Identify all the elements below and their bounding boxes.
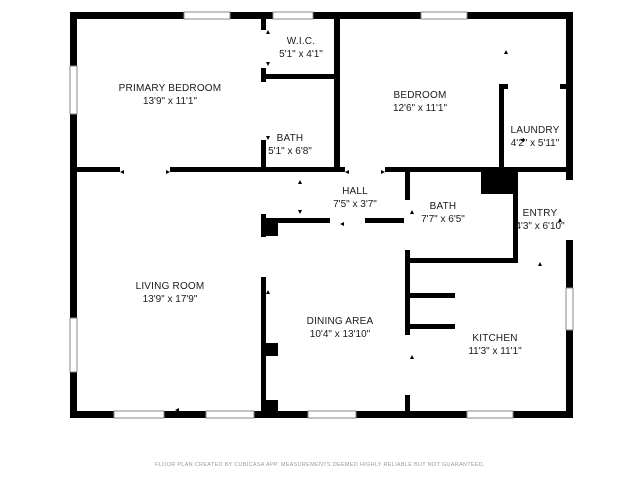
tick-10 — [298, 210, 302, 214]
wall-bath-bedroom — [334, 12, 340, 172]
wall-stub-3 — [266, 400, 278, 413]
tick-5 — [266, 136, 270, 140]
tick-1 — [120, 170, 124, 174]
tick-12 — [410, 210, 414, 214]
label-bath-hall-name: BATH — [430, 201, 457, 212]
wall-top — [70, 12, 573, 19]
tick-8 — [504, 50, 508, 54]
wall-bath-entry — [513, 172, 518, 263]
door-laundry — [508, 83, 560, 90]
tick-9 — [298, 180, 302, 184]
door-ticks — [120, 30, 562, 412]
wall-wic-bath — [261, 74, 339, 79]
windows — [69, 11, 574, 419]
wall-mid-horizontal — [70, 167, 573, 172]
label-laundry-name: LAUNDRY — [510, 125, 559, 136]
tick-13 — [538, 262, 542, 266]
exterior-walls — [70, 12, 573, 418]
door-bedroom-closet — [498, 20, 505, 80]
window-living-bottom — [113, 410, 165, 419]
label-kitchen-dims: 11'3" x 11'1" — [468, 346, 522, 357]
tick-16 — [175, 408, 179, 412]
label-living-room-dims: 13'9" x 17'9" — [143, 294, 198, 305]
label-living-room-name: LIVING ROOM — [136, 281, 205, 292]
door-wic — [260, 30, 267, 68]
door-entry-kitchen — [518, 262, 566, 269]
label-bath-primary-dims: 5'1" x 6'8" — [268, 146, 312, 157]
label-primary-bedroom-dims: 13'9" x 11'1" — [143, 96, 198, 107]
label-wic-name: W.I.C. — [287, 36, 315, 47]
label-dining-area-name: DINING AREA — [307, 316, 374, 327]
tick-7 — [381, 170, 385, 174]
tick-4 — [266, 62, 270, 66]
water-heater-block — [481, 172, 518, 194]
door-bedroom — [345, 166, 385, 173]
window-bedroom-top — [420, 11, 468, 20]
label-bedroom-name: BEDROOM — [393, 90, 446, 101]
window-primary-top — [183, 11, 231, 20]
door-entry — [560, 180, 574, 240]
window-kitchen-right — [565, 287, 574, 331]
label-wic-dims: 5'1" x 4'1" — [279, 49, 323, 60]
door-primary-bedroom — [120, 166, 170, 173]
label-dining-area-dims: 10'4" x 13'10" — [310, 329, 371, 340]
wall-bath-bottom — [405, 258, 517, 263]
window-living-left — [69, 317, 78, 373]
wall-living-dining — [261, 277, 266, 418]
label-entry-dims: 4'3" x 6'10" — [515, 221, 565, 232]
cabinet-shelf-2 — [405, 324, 455, 329]
footer-disclaimer: FLOOR PLAN CREATED BY CUBICASA APP. MEAS… — [155, 462, 485, 468]
label-primary-bedroom-name: PRIMARY BEDROOM — [119, 83, 222, 94]
window-kitchen-bottom — [466, 410, 514, 419]
tick-2 — [166, 170, 170, 174]
wall-stub-2 — [266, 343, 278, 356]
label-laundry-dims: 4'2" x 5'11" — [511, 138, 560, 149]
wall-left — [70, 12, 77, 418]
tick-6 — [345, 170, 349, 174]
room-labels: PRIMARY BEDROOM 13'9" x 11'1" W.I.C. 5'1… — [119, 36, 565, 357]
tick-11 — [340, 222, 344, 226]
label-hall-name: HALL — [342, 186, 368, 197]
tick-15 — [266, 290, 270, 294]
window-dining-bottom — [307, 410, 357, 419]
door-hall-living — [260, 172, 267, 214]
door-hall-bath — [404, 200, 411, 250]
door-hall-dining — [330, 217, 365, 224]
door-dining-kitchen — [404, 335, 411, 395]
label-bath-primary-name: BATH — [277, 133, 304, 144]
tick-3 — [266, 30, 270, 34]
tick-18 — [520, 138, 524, 142]
interior-walls — [70, 12, 573, 418]
label-bedroom-dims: 12'6" x 11'1" — [393, 103, 448, 114]
door-primary-bath — [260, 82, 267, 140]
door-openings — [120, 20, 574, 395]
label-entry-name: ENTRY — [523, 208, 558, 219]
cabinet-shelf-1 — [405, 293, 455, 298]
tick-14 — [410, 355, 414, 359]
window-primary-left — [69, 65, 78, 115]
wall-stub-1 — [266, 223, 278, 236]
label-bath-hall-dims: 7'7" x 6'5" — [421, 214, 465, 225]
door-living-dining — [260, 238, 267, 276]
label-kitchen-name: KITCHEN — [472, 333, 517, 344]
label-hall-dims: 7'5" x 3'7" — [333, 199, 377, 210]
tick-17 — [558, 218, 562, 222]
wall-bedroom-laundry — [499, 86, 504, 172]
window-living-bottom-2 — [205, 410, 255, 419]
window-wic-top — [272, 11, 314, 20]
